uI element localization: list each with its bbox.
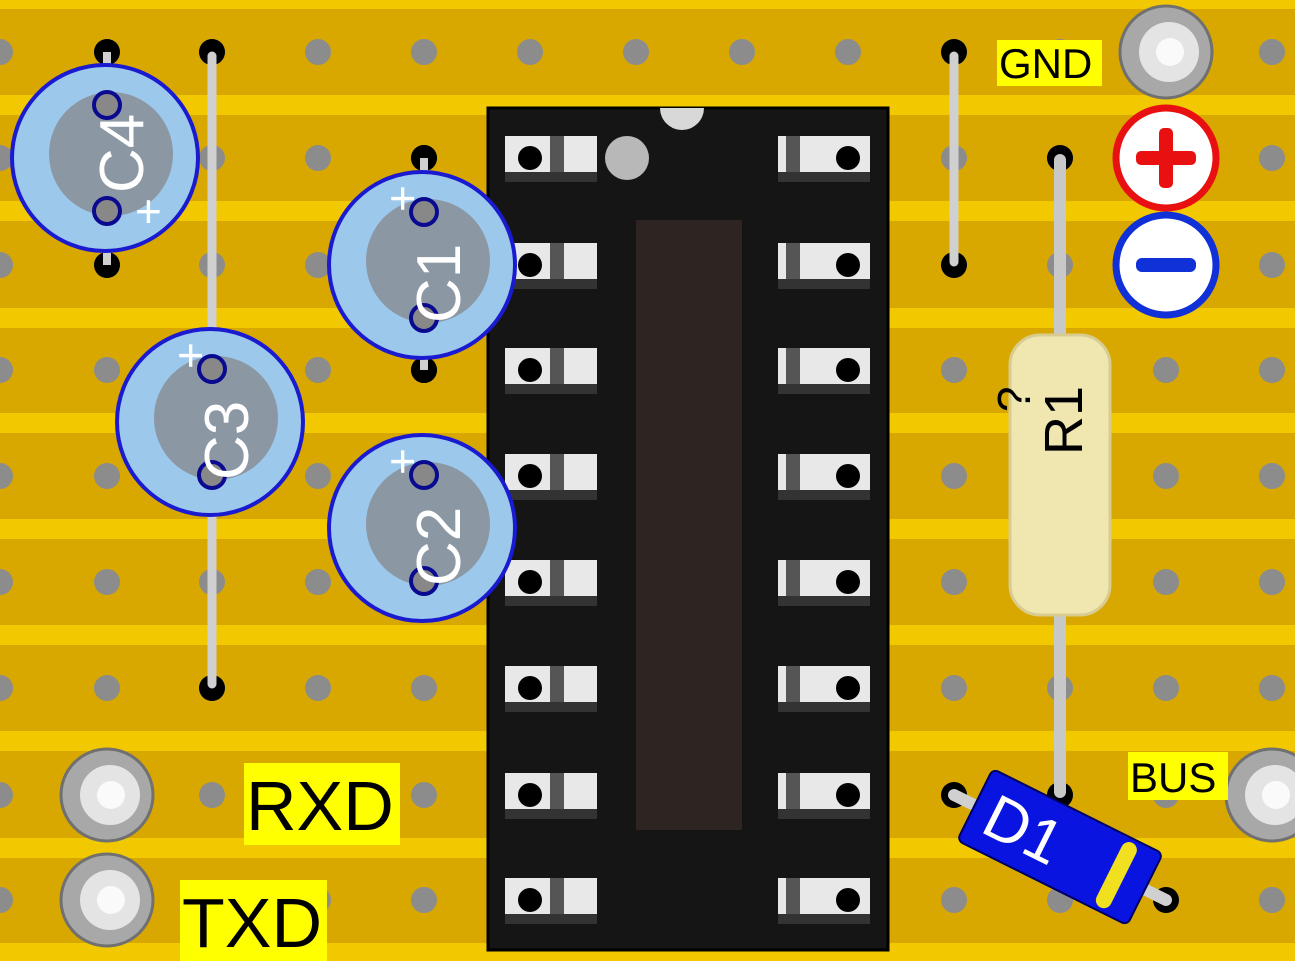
ic-socket-pin bbox=[778, 136, 870, 182]
strip-gap bbox=[0, 95, 1295, 115]
svg-text:TXD: TXD bbox=[182, 884, 322, 961]
hole bbox=[941, 569, 967, 595]
capacitor-c1[interactable]: C1 + bbox=[327, 145, 517, 383]
hole bbox=[1259, 39, 1285, 65]
hole bbox=[623, 39, 649, 65]
terminal-rxd[interactable] bbox=[59, 747, 155, 843]
r1-value: ? bbox=[988, 386, 1040, 412]
wire-link-3[interactable] bbox=[941, 39, 967, 278]
hole bbox=[94, 675, 120, 701]
hole bbox=[305, 463, 331, 489]
ic-socket-pin bbox=[505, 666, 597, 712]
hole bbox=[305, 357, 331, 383]
terminal-bus[interactable] bbox=[1224, 747, 1295, 843]
hole bbox=[305, 569, 331, 595]
hole bbox=[94, 357, 120, 383]
hole bbox=[1259, 252, 1285, 278]
hole bbox=[0, 463, 13, 489]
hole bbox=[835, 39, 861, 65]
hole bbox=[941, 887, 967, 913]
svg-text:GND: GND bbox=[999, 40, 1092, 87]
c4-label: C4 bbox=[88, 114, 157, 193]
hole bbox=[94, 463, 120, 489]
txd-label: TXD bbox=[180, 880, 327, 961]
ic-socket-pin bbox=[778, 243, 870, 289]
hole bbox=[411, 887, 437, 913]
ic-socket-pin bbox=[505, 348, 597, 394]
ic-socket-pin bbox=[505, 773, 597, 819]
hole bbox=[305, 252, 331, 278]
capacitor-c3[interactable]: C3 + bbox=[115, 327, 305, 517]
ic-socket-pin bbox=[505, 878, 597, 924]
hole bbox=[94, 569, 120, 595]
hole bbox=[1259, 463, 1285, 489]
strip-gap bbox=[0, 0, 1295, 9]
c2-polarity: + bbox=[376, 448, 428, 475]
hole bbox=[1153, 357, 1179, 383]
ic-socket-pin bbox=[778, 773, 870, 819]
terminal-txd[interactable] bbox=[59, 852, 155, 948]
ic-socket-pin bbox=[505, 243, 597, 289]
ic-socket-pin bbox=[505, 454, 597, 500]
c1-polarity: + bbox=[376, 185, 428, 212]
plus-symbol bbox=[1112, 104, 1220, 212]
ic-socket-pin bbox=[778, 878, 870, 924]
ic-socket[interactable] bbox=[486, 106, 890, 952]
bus-label: BUS bbox=[1128, 752, 1228, 801]
hole bbox=[0, 357, 13, 383]
hole bbox=[1153, 675, 1179, 701]
hole bbox=[305, 145, 331, 171]
svg-text:BUS: BUS bbox=[1130, 754, 1216, 801]
capacitor-c4[interactable]: C4+ bbox=[10, 39, 200, 278]
ic-socket-pin bbox=[778, 666, 870, 712]
ic-socket-pin bbox=[505, 560, 597, 606]
hole bbox=[0, 252, 13, 278]
hole bbox=[1259, 569, 1285, 595]
ic-socket-pin bbox=[778, 560, 870, 606]
c3-label: C3 bbox=[193, 401, 262, 480]
pin1-marker bbox=[605, 136, 649, 180]
hole bbox=[729, 39, 755, 65]
terminal-gnd[interactable] bbox=[1118, 4, 1214, 100]
hole bbox=[0, 569, 13, 595]
hole bbox=[199, 782, 225, 808]
hole bbox=[0, 887, 13, 913]
hole bbox=[1153, 463, 1179, 489]
hole bbox=[941, 357, 967, 383]
ic-socket-pin bbox=[778, 454, 870, 500]
r1-label: R1 bbox=[1034, 386, 1094, 455]
hole bbox=[517, 39, 543, 65]
svg-text:RXD: RXD bbox=[246, 767, 394, 845]
hole bbox=[305, 675, 331, 701]
rxd-label: RXD bbox=[244, 763, 400, 845]
c1-label: C1 bbox=[405, 244, 474, 323]
ic-socket-pin bbox=[778, 348, 870, 394]
minus-symbol bbox=[1112, 211, 1220, 319]
hole bbox=[1259, 675, 1285, 701]
hole bbox=[305, 39, 331, 65]
hole bbox=[1259, 145, 1285, 171]
hole bbox=[411, 675, 437, 701]
hole bbox=[941, 463, 967, 489]
hole bbox=[0, 145, 13, 171]
hole bbox=[1259, 357, 1285, 383]
c4-polarity: + bbox=[135, 185, 162, 237]
hole bbox=[411, 782, 437, 808]
hole bbox=[0, 675, 13, 701]
capacitor-c2[interactable]: C2 + bbox=[327, 433, 517, 623]
c2-label: C2 bbox=[405, 507, 474, 586]
ic-socket-pin bbox=[505, 136, 597, 182]
gnd-label: GND bbox=[997, 40, 1102, 87]
resistor-r1[interactable]: R1 ? bbox=[988, 145, 1112, 808]
hole bbox=[0, 782, 13, 808]
hole bbox=[411, 39, 437, 65]
hole bbox=[0, 39, 13, 65]
c3-polarity: + bbox=[164, 342, 216, 369]
hole bbox=[941, 675, 967, 701]
hole bbox=[1153, 569, 1179, 595]
hole bbox=[1259, 887, 1285, 913]
